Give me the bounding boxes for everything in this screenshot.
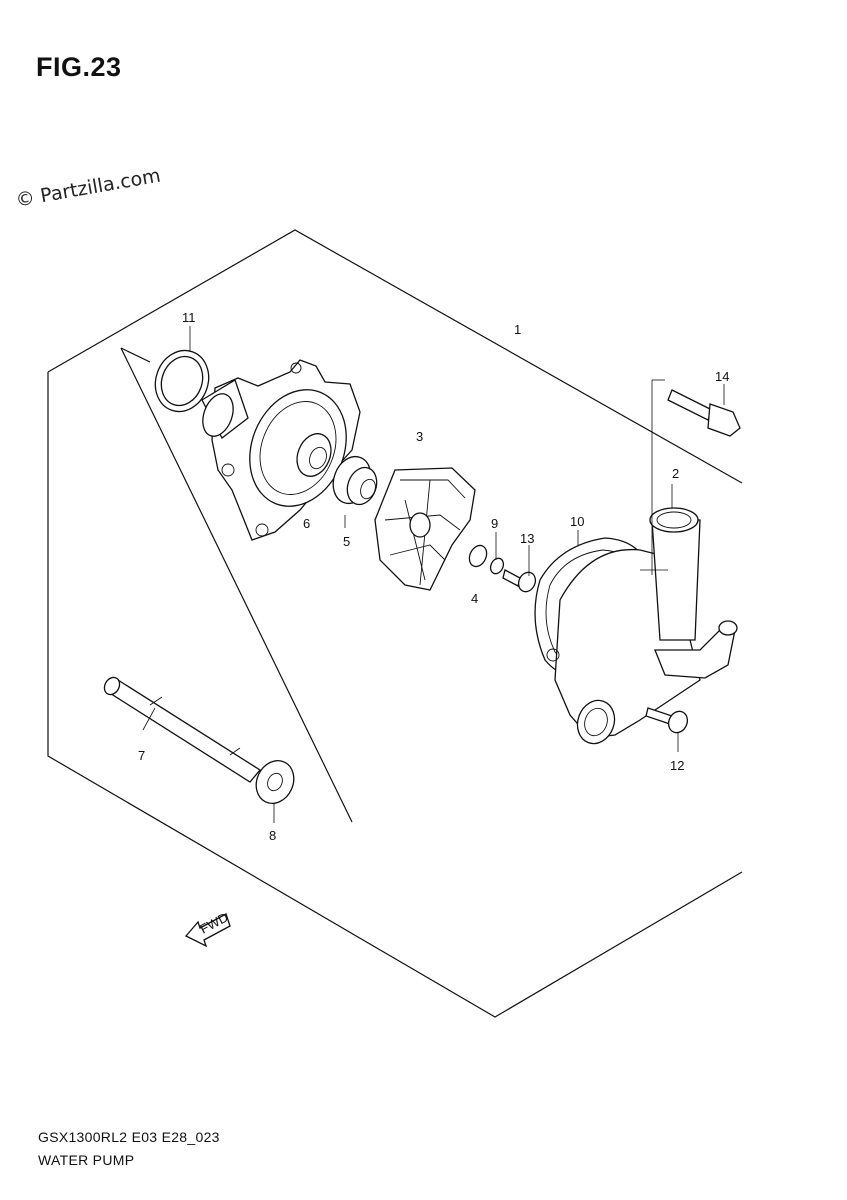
callout-12: 12 (670, 758, 684, 773)
assembly-outline (47, 229, 743, 484)
callout-14: 14 (715, 369, 729, 384)
figure-title: FIG.23 (36, 52, 122, 82)
callout-10: 10 (570, 514, 584, 529)
callout-9: 9 (491, 516, 498, 531)
pump-housing-part (546, 507, 738, 745)
callout-6: 6 (303, 516, 310, 531)
shaft-washer-part (255, 760, 295, 804)
impeller-bolt-part (502, 569, 537, 593)
callout-13: 13 (520, 531, 534, 546)
washer-part (468, 544, 488, 568)
callout-2: 2 (672, 466, 679, 481)
callout-7: 7 (138, 748, 145, 763)
pump-cover-part (201, 359, 361, 541)
callout-1: 1 (514, 322, 521, 337)
o-ring-part (154, 349, 210, 413)
callout-11: 11 (182, 310, 196, 325)
callout-4: 4 (471, 591, 478, 606)
callout-5: 5 (343, 534, 350, 549)
diagram-name: WATER PUMP (38, 1152, 135, 1168)
forward-direction-arrow: FWD (184, 910, 231, 948)
callout-3: 3 (416, 429, 423, 444)
small-washer-part (489, 557, 505, 575)
pump-shaft-part (103, 676, 261, 783)
callout-8: 8 (269, 828, 276, 843)
sub-assembly-outline (120, 347, 353, 823)
impeller-part (374, 467, 476, 591)
model-code: GSX1300RL2 E03 E28_023 (38, 1129, 220, 1145)
mechanical-seal-part (332, 455, 378, 506)
housing-bolt-part (667, 389, 741, 437)
lower-bolt-part (645, 707, 689, 734)
assembly-outline-left (47, 372, 743, 1018)
